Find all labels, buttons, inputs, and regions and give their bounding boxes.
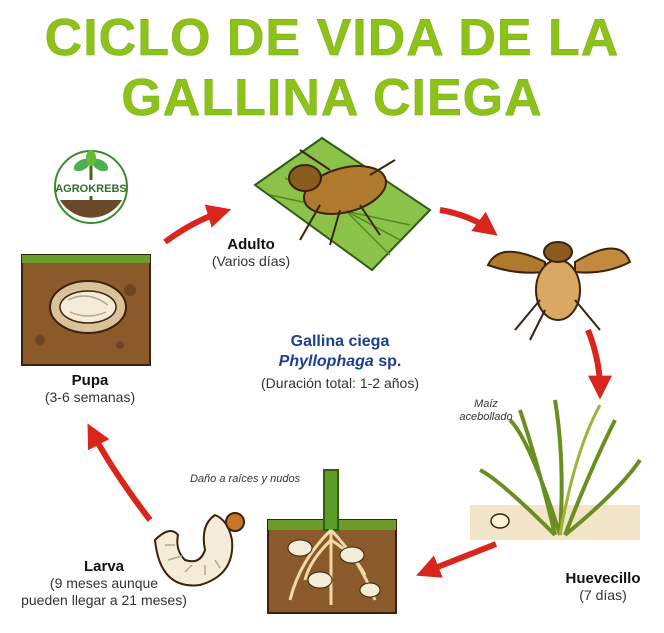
- title-line-2: GALLINA CIEGA: [121, 69, 543, 127]
- egg-stage-label: Huevecillo (7 días): [548, 570, 658, 604]
- species-common-name: Gallina ciega: [290, 333, 390, 350]
- root-damage-soil-image: [267, 469, 397, 614]
- adult-name: Adulto: [227, 236, 275, 253]
- arrow-adult-to-flying: [439, 207, 498, 236]
- adult-duration: (Varios días): [211, 253, 291, 269]
- larva-duration-line2: pueden llegar a 21 meses): [21, 592, 187, 608]
- title-line-1: CICLO DE VIDA DE LA: [44, 9, 620, 67]
- larva-duration-line1: (9 meses aunque: [49, 575, 159, 591]
- adult-beetle-on-leaf-image: [253, 136, 432, 272]
- maize-note: Maíz acebollado: [459, 398, 513, 423]
- larva-name: Larva: [83, 558, 125, 575]
- larva-stage-label: Larva (9 meses aunque pueden llegar a 21…: [4, 558, 204, 609]
- adult-stage-label: Adulto (Varios días): [196, 236, 306, 270]
- egg-shape: [490, 513, 510, 529]
- lifecycle-arrows: [87, 204, 612, 578]
- damage-note: Daño a raíces y nudos: [190, 473, 301, 485]
- pupa-duration: (3-6 semanas): [44, 389, 136, 405]
- total-duration: (Duración total: 1-2 años): [261, 375, 419, 391]
- flying-beetle-image: [486, 241, 632, 341]
- center-info: Gallina ciega Phyllophaga sp. (Duración …: [230, 332, 450, 394]
- pupa-name: Pupa: [71, 372, 109, 389]
- arrow-larva-to-pupa: [87, 423, 153, 522]
- species-scientific-name: Phyllophaga sp.: [278, 353, 402, 370]
- agrokrebs-logo: AGROKREBS: [54, 150, 128, 224]
- egg-duration: (7 días): [579, 587, 627, 603]
- pupa-in-soil-image: [21, 254, 151, 366]
- arrow-egg-to-root: [416, 541, 498, 578]
- arrow-flying-to-egg: [585, 328, 612, 400]
- arrow-pupa-to-adult: [163, 204, 232, 245]
- maize-plant-image: [470, 399, 642, 540]
- egg-name: Huevecillo: [565, 570, 641, 587]
- pupa-stage-label: Pupa (3-6 semanas): [30, 372, 150, 406]
- logo-text: AGROKREBS: [55, 183, 127, 195]
- larva-image: [153, 512, 245, 587]
